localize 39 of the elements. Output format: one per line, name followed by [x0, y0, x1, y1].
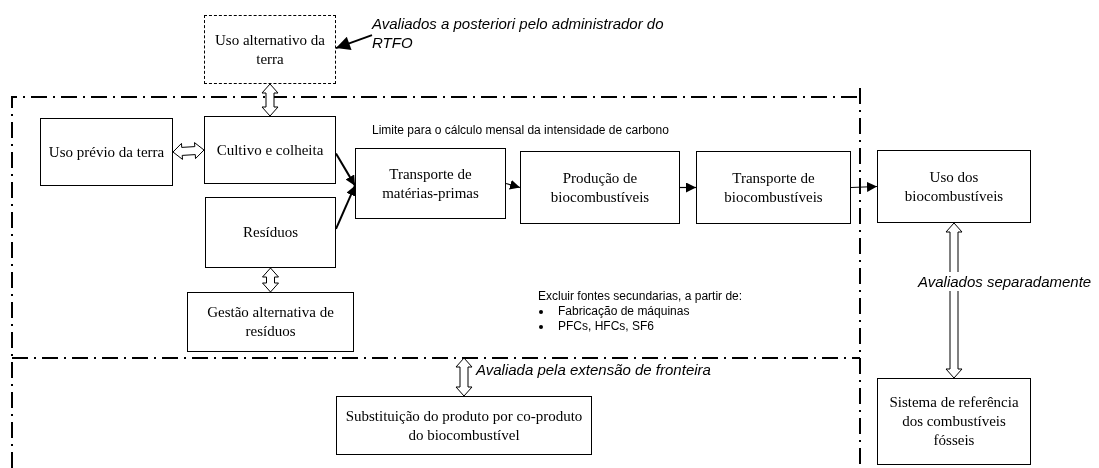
box-label: Sistema de referência dos combustíveis fósseis: [888, 393, 1020, 450]
double-arrow: [172, 142, 205, 160]
arrow: [335, 152, 356, 187]
box-label: Transporte de biocombustíveis: [723, 168, 824, 207]
process-box: [205, 197, 336, 268]
process-box: [696, 151, 851, 224]
box-label: Resíduos: [242, 223, 299, 242]
process-box: [355, 148, 506, 219]
box-label: Uso alternativo da terra: [214, 30, 326, 69]
annotation-text: Avaliados a posteriori pelo administrador do RTFO: [372, 14, 665, 52]
process-box: [204, 116, 336, 184]
box-label: Uso dos biocombustíveis: [903, 167, 1005, 206]
process-box: [877, 378, 1031, 465]
box-label: Cultivo e colheita: [215, 140, 325, 160]
process-box: [877, 150, 1031, 223]
double-arrow: [262, 267, 279, 293]
boundary-label: Limite para o cálculo mensal da intensidade de carbono: [372, 122, 669, 139]
process-box: [336, 396, 592, 455]
process-box: [40, 118, 173, 186]
box-label: Uso prévio da terra: [47, 142, 166, 162]
arrow: [679, 182, 697, 193]
box-label: Produção de biocombustíveis: [549, 168, 651, 207]
bullet-text: PFCs, HFCs, SF6: [558, 319, 654, 334]
edge-label: Avaliados separadamente: [918, 272, 1092, 291]
arrow: [335, 34, 373, 50]
process-box: [204, 15, 336, 84]
box-label: Substituição do produto por co-produto do biocombustível: [344, 406, 584, 445]
process-box: [520, 151, 680, 224]
arrow: [850, 181, 878, 192]
arrow: [335, 184, 356, 230]
process-box: [187, 292, 354, 352]
note-heading: Excluir fontes secundarias, a partir de:: [538, 289, 743, 304]
double-arrow: [455, 357, 473, 397]
box-label: Gestão alternativa de resíduos: [206, 303, 335, 341]
double-arrow: [261, 83, 279, 117]
double-arrow: [945, 222, 963, 379]
arrow: [505, 179, 521, 190]
box-label: Transporte de matérias-primas: [381, 164, 480, 203]
bullet-text: Fabricação de máquinas: [558, 304, 690, 319]
